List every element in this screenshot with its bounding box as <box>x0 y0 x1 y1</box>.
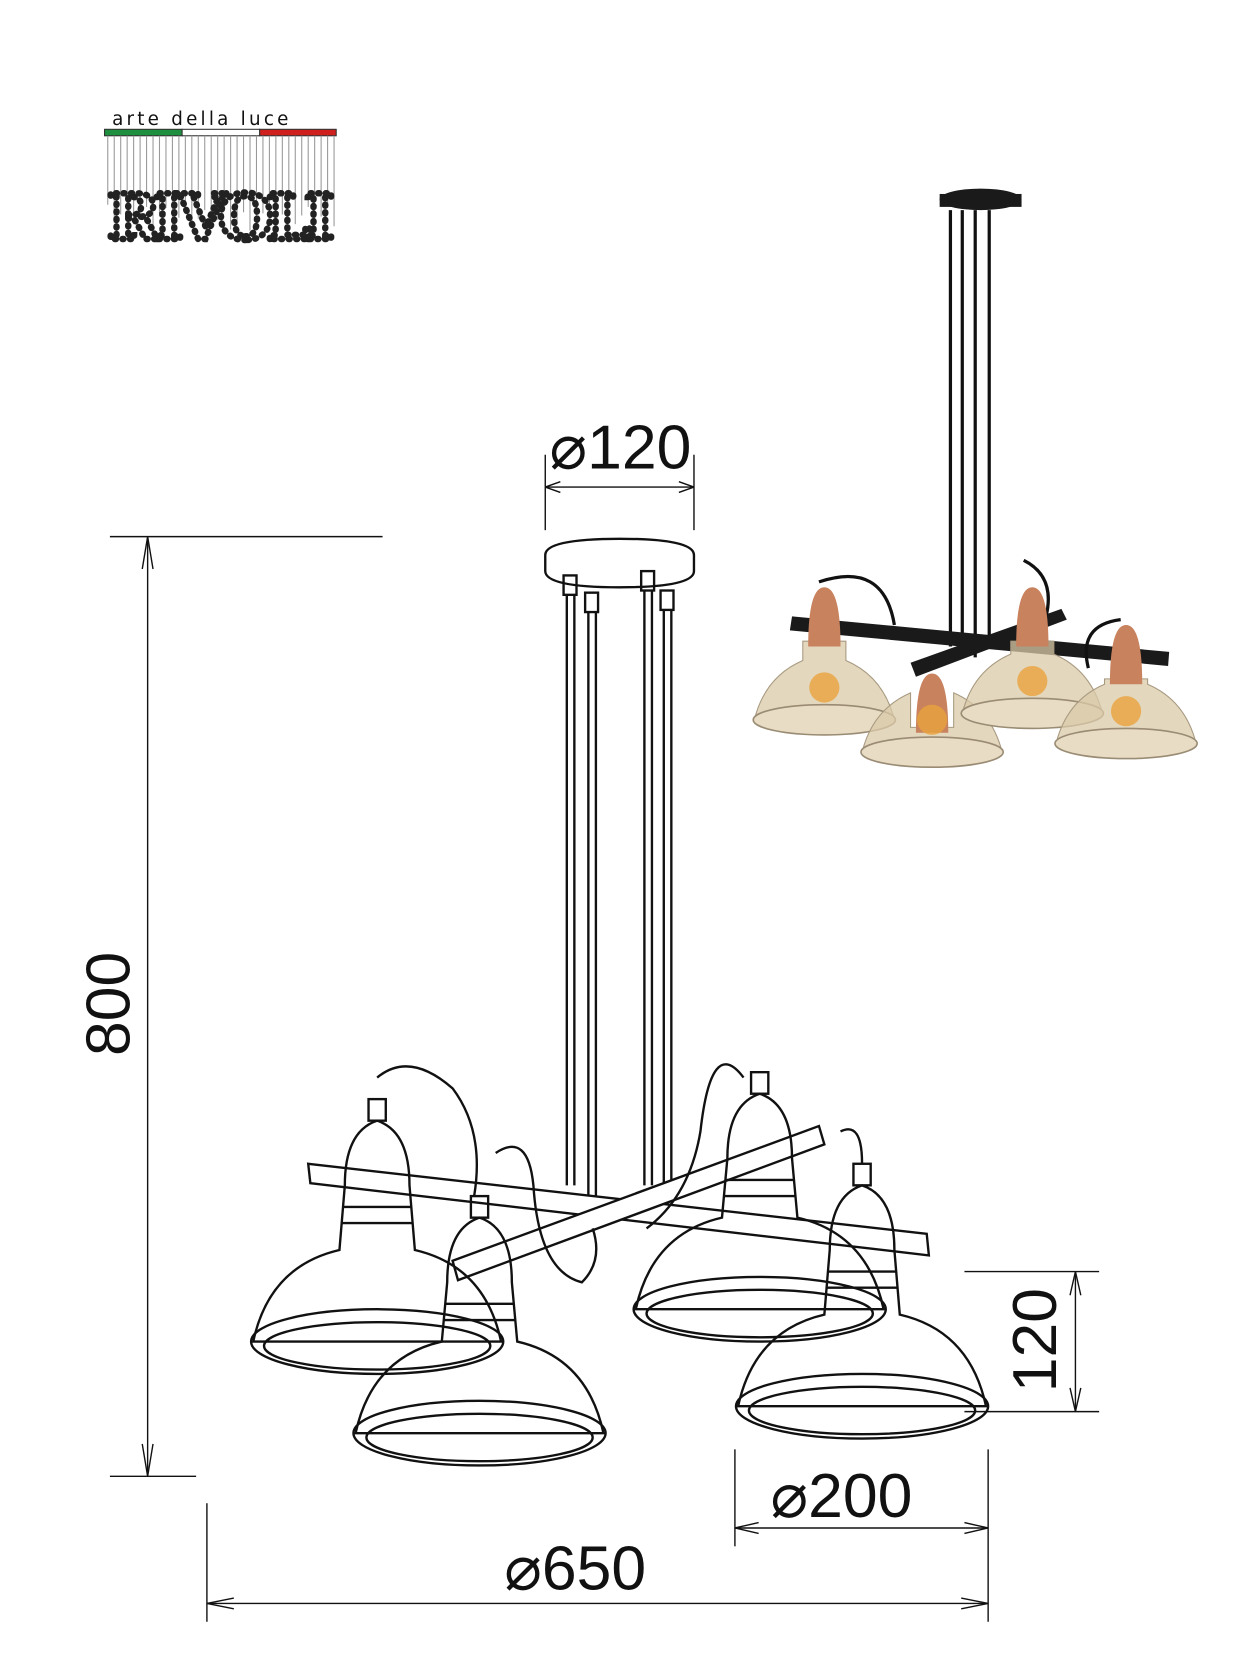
shade-diameter-label: ⌀200 <box>770 1461 912 1531</box>
height-label: 800 <box>73 952 143 1056</box>
lamp-shade-drawing <box>734 1162 990 1440</box>
lamp-shade-drawing <box>632 1070 887 1343</box>
shade-height-label: 120 <box>1000 1288 1070 1392</box>
brand-logo: arte della luce RIVOLI <box>103 109 337 257</box>
canopy-diameter-label: ⌀120 <box>550 413 692 483</box>
lamp-photo <box>752 587 897 736</box>
overall-diameter-label: ⌀650 <box>504 1533 646 1603</box>
lamp-shade-drawing <box>352 1194 607 1467</box>
product-photo <box>752 188 1198 769</box>
dimension-lines <box>109 454 1100 1622</box>
line-drawing <box>249 537 990 1467</box>
logo-brand: RIVOLI <box>108 180 334 254</box>
logo-tagline: arte della luce <box>112 109 292 130</box>
lamp-shade-drawing <box>249 1097 505 1376</box>
lamp-photo <box>1054 624 1198 760</box>
